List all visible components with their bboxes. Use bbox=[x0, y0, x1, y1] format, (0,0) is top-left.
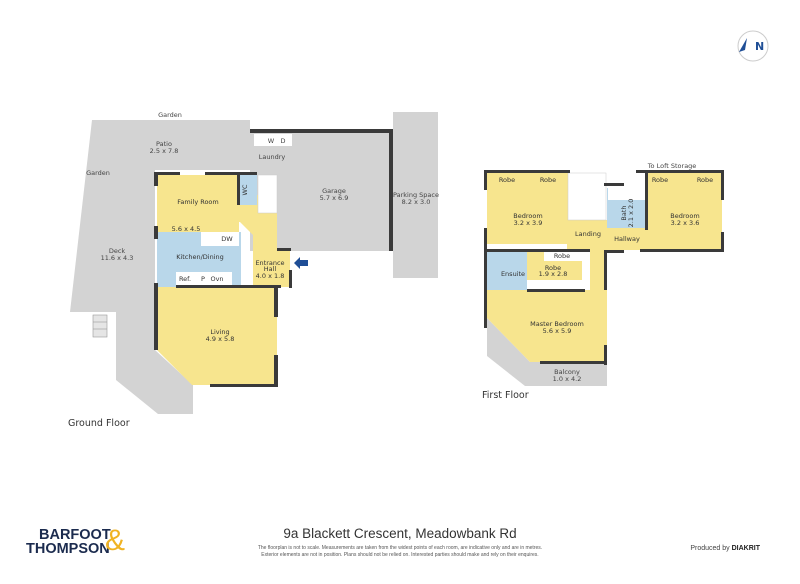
robe-label: Robe bbox=[652, 176, 668, 184]
robe-label: Robe bbox=[697, 176, 713, 184]
master-bedroom bbox=[487, 250, 607, 362]
first-floor-title: First Floor bbox=[482, 390, 529, 401]
parking-size: 8.2 x 3.0 bbox=[402, 198, 431, 206]
entrance-label: Entrance bbox=[255, 259, 284, 267]
balcony-label: Balcony bbox=[554, 368, 580, 376]
family-room-label: Family Room bbox=[177, 198, 219, 206]
balcony bbox=[487, 318, 607, 386]
disclaimer-line2: Exterior elements are not in position. P… bbox=[261, 552, 539, 558]
ground-floor: Garden Garden Patio 2.5 x 7.8 Deck 11.6 … bbox=[68, 111, 439, 429]
stairs bbox=[257, 174, 278, 214]
robe-label: Robe bbox=[499, 176, 515, 184]
brand-logo: BARFOOT THOMPSON bbox=[26, 527, 111, 557]
dishwasher-label: DW bbox=[221, 235, 233, 243]
north-arrow-icon: N bbox=[737, 30, 769, 62]
garage-size: 5.7 x 6.9 bbox=[320, 194, 349, 202]
produced-by: Produced by DIAKRIT bbox=[690, 545, 760, 552]
bath-label: Bath bbox=[620, 205, 628, 220]
patio-label: Patio bbox=[156, 140, 172, 148]
garden-left-label: Garden bbox=[86, 169, 110, 177]
bedroom-left-label: Bedroom bbox=[513, 212, 542, 220]
disclaimer: The floorplan is not to scale. Measureme… bbox=[200, 545, 600, 559]
fridge-label: Ref. bbox=[179, 275, 191, 283]
oven-label: Ovn bbox=[210, 275, 223, 283]
bedroom-right-label: Bedroom bbox=[670, 212, 699, 220]
dryer-label: D bbox=[280, 137, 285, 145]
washer-label: W bbox=[268, 137, 275, 145]
walk-robe-label: Robe bbox=[545, 264, 561, 272]
hallway-label: Hallway bbox=[614, 235, 640, 243]
bedroom-left-size: 3.2 x 3.9 bbox=[514, 219, 543, 227]
wc-label: WC bbox=[241, 184, 249, 195]
robe-label: Robe bbox=[554, 252, 570, 260]
deck-label: Deck bbox=[109, 247, 126, 255]
kitchen-label: Kitchen/Dining bbox=[176, 253, 224, 261]
entrance-arrow-icon bbox=[294, 257, 308, 269]
bedroom-right bbox=[648, 172, 722, 250]
compass-label: N bbox=[755, 40, 764, 53]
family-room-size: 5.6 x 4.5 bbox=[172, 225, 201, 233]
bedroom-left bbox=[487, 172, 568, 244]
hall-label: Hall bbox=[264, 265, 277, 273]
deck-steps bbox=[92, 314, 108, 338]
living bbox=[157, 287, 277, 385]
patio-deck-area bbox=[70, 120, 250, 414]
property-address: 9a Blackett Crescent, Meadowbank Rd bbox=[283, 526, 517, 541]
parking-label: Parking Space bbox=[393, 191, 439, 199]
master-bedroom-label: Master Bedroom bbox=[530, 320, 584, 328]
parking-space bbox=[393, 112, 438, 278]
entrance-size: 4.0 x 1.8 bbox=[256, 272, 285, 280]
first-floor: To Loft Storage Robe Robe Robe Robe Bedr… bbox=[482, 162, 724, 401]
family-room bbox=[157, 175, 239, 232]
producer-name: DIAKRIT bbox=[731, 545, 760, 552]
bedroom-right-size: 3.2 x 3.6 bbox=[671, 219, 700, 227]
garden-top-label: Garden bbox=[158, 111, 182, 119]
living-label: Living bbox=[210, 328, 229, 336]
landing-label: Landing bbox=[575, 230, 601, 238]
wc bbox=[238, 175, 257, 205]
robe-label: Robe bbox=[540, 176, 556, 184]
disclaimer-line1: The floorplan is not to scale. Measureme… bbox=[257, 545, 543, 551]
ground-floor-title: Ground Floor bbox=[68, 418, 130, 429]
laundry-label: Laundry bbox=[259, 153, 286, 161]
ensuite-label: Ensuite bbox=[501, 270, 525, 278]
deck-size: 11.6 x 4.3 bbox=[101, 254, 134, 262]
garage-label: Garage bbox=[322, 187, 346, 195]
logo-line2: THOMPSON bbox=[26, 541, 110, 557]
stairs-first bbox=[567, 172, 607, 221]
living-size: 4.9 x 5.8 bbox=[206, 335, 235, 343]
walk-robe-size: 1.9 x 2.8 bbox=[539, 270, 568, 278]
ensuite bbox=[487, 251, 527, 291]
logo-line1: BARFOOT bbox=[39, 527, 111, 543]
master-bedroom-size: 5.6 x 5.9 bbox=[543, 327, 572, 335]
entrance-hall bbox=[237, 195, 290, 287]
produced-by-label: Produced by bbox=[690, 545, 730, 552]
bath-size: 2.1 x 2.0 bbox=[627, 199, 635, 228]
balcony-size: 1.0 x 4.2 bbox=[553, 375, 582, 383]
loft-storage-label: To Loft Storage bbox=[647, 162, 697, 170]
logo-ampersand: & bbox=[105, 524, 126, 557]
pantry-label: P bbox=[201, 275, 205, 283]
patio-size: 2.5 x 7.8 bbox=[150, 147, 179, 155]
